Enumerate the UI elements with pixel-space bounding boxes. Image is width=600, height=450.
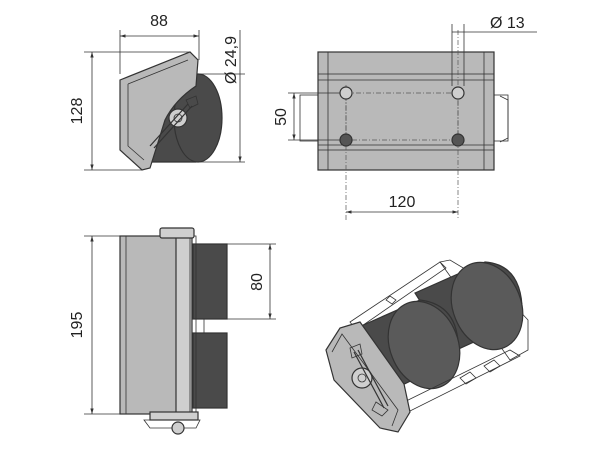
dim-label-128: 128: [69, 98, 86, 125]
hole-bottom-left: [339, 133, 353, 147]
dim-label-diameter: Ø 24,9: [223, 36, 240, 84]
top-body: [317, 51, 495, 171]
top-view: Ø 13 120 50: [273, 15, 537, 220]
hole-bottom-right: [451, 133, 465, 147]
dim-label-120: 120: [389, 194, 416, 211]
dim-label-195: 195: [69, 312, 86, 339]
dim-label-80: 80: [249, 273, 266, 291]
front-view: 195 80: [69, 227, 276, 435]
dim-label-88: 88: [150, 13, 168, 30]
side-axle: [168, 108, 188, 128]
hole-top-left: [339, 86, 353, 100]
front-roller-top: [192, 243, 228, 320]
side-bracket-plate: [119, 51, 199, 171]
side-view: 88 128 Ø 24,9: [69, 13, 245, 171]
hole-top-right: [451, 86, 465, 100]
dim-label-hole: Ø 13: [490, 15, 525, 32]
front-roller-bottom: [192, 332, 228, 409]
iso-view: [325, 259, 529, 433]
dim-label-50: 50: [273, 108, 290, 126]
